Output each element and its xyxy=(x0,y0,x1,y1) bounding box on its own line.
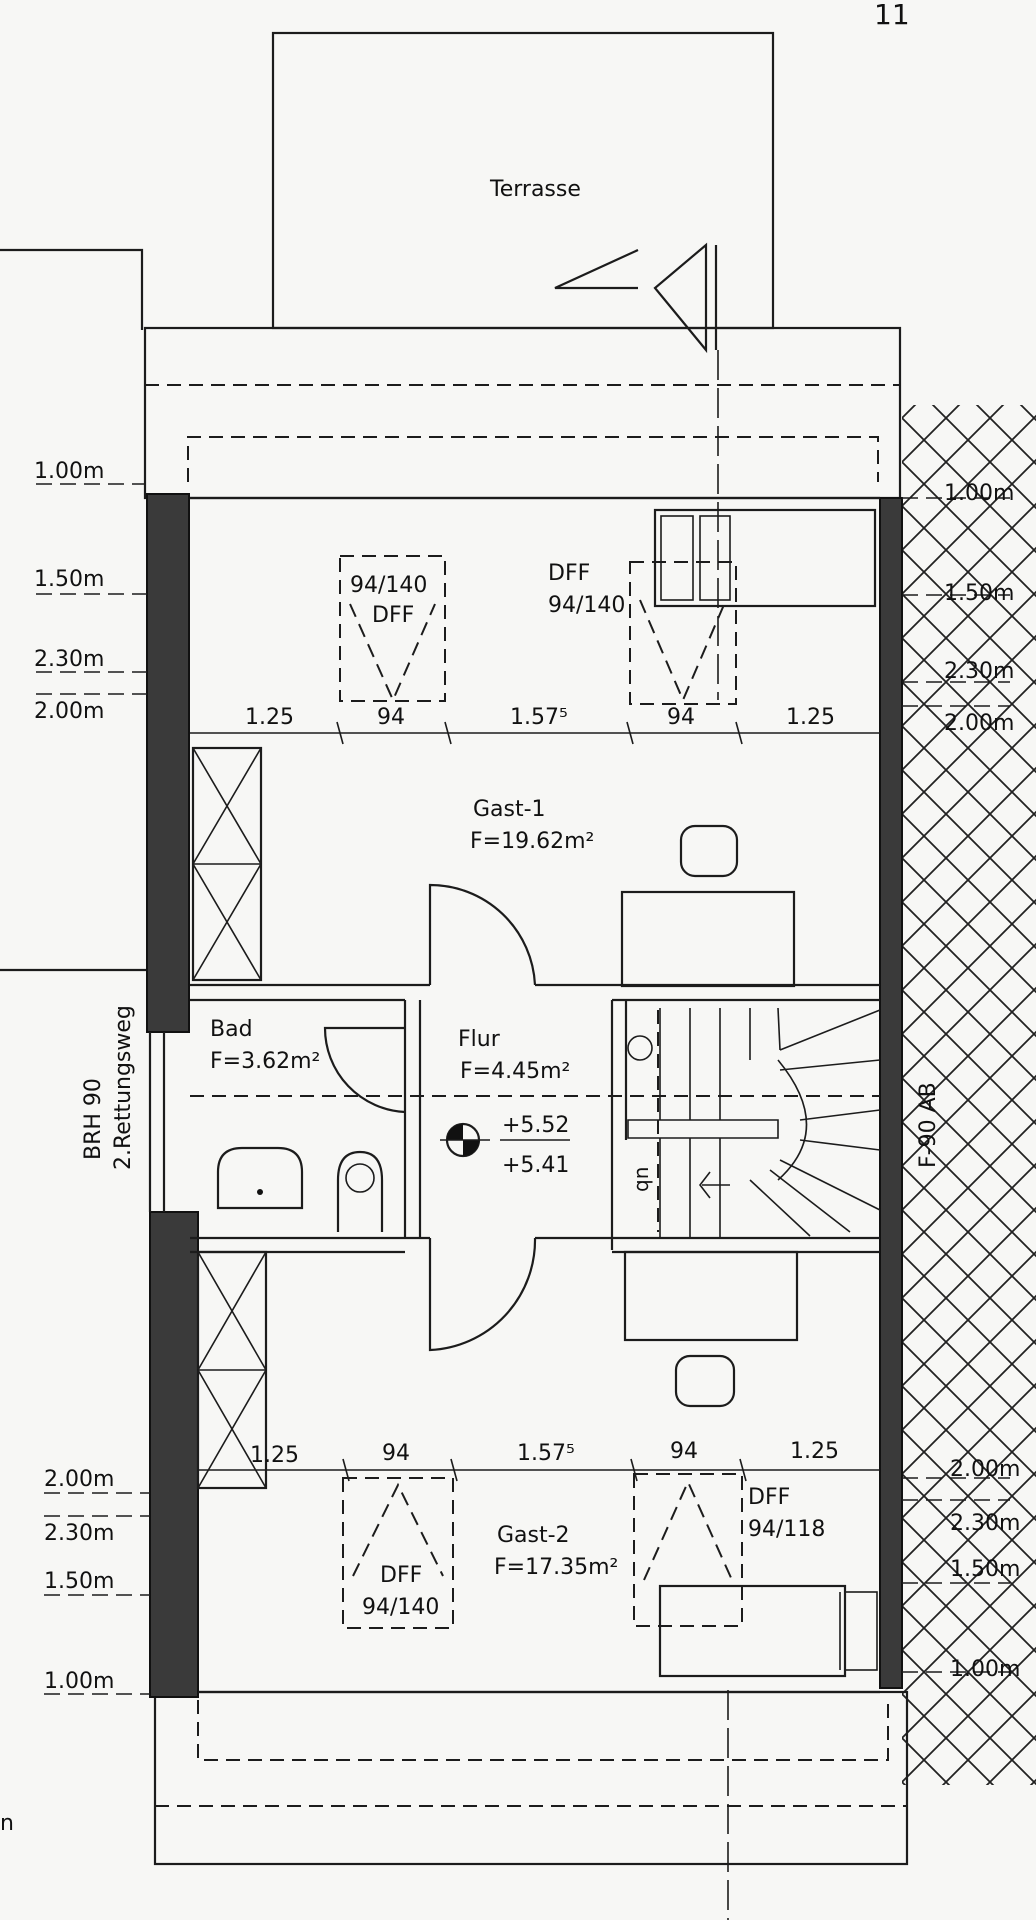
window-label-top-right-1: DFF xyxy=(548,561,590,586)
height-lines-right xyxy=(902,497,1010,1673)
desk-top xyxy=(620,824,796,988)
adjacent-hatch xyxy=(902,405,1036,1785)
desk-bottom xyxy=(623,1250,799,1408)
skylight-top-left xyxy=(339,555,446,703)
door-gast2 xyxy=(428,1237,537,1352)
room-area-bad: F=3.62m² xyxy=(210,1049,320,1074)
page-number: 11 xyxy=(874,0,910,31)
dim-top-4: 94 xyxy=(667,705,695,730)
bed-bottom xyxy=(658,1584,878,1678)
door-bad xyxy=(323,1026,406,1114)
height-left-bottom-4: 1.00m xyxy=(44,1669,114,1694)
dim-bottom-4: 94 xyxy=(670,1439,698,1464)
level-upper: +5.52 xyxy=(502,1113,569,1138)
section-marker xyxy=(554,242,729,1920)
height-right-bottom-1: 2.00m xyxy=(950,1457,1020,1482)
room-name-gast1: Gast-1 xyxy=(473,797,546,822)
level-lower: +5.41 xyxy=(502,1153,569,1178)
corner-mark: n xyxy=(0,1811,14,1836)
outer-walls xyxy=(146,493,903,1698)
dim-top-3: 1.57⁵ xyxy=(510,705,568,730)
dimension-line-top xyxy=(190,721,880,745)
room-name-gast2: Gast-2 xyxy=(497,1523,570,1548)
terrace-label: Terrasse xyxy=(489,177,581,202)
fire-rating-label: F-90 AB xyxy=(916,1082,941,1168)
room-area-flur: F=4.45m² xyxy=(460,1059,570,1084)
room-name-bad: Bad xyxy=(210,1017,253,1042)
room-area-gast2: F=17.35m² xyxy=(494,1555,618,1580)
height-right-top-3: 2.30m xyxy=(944,659,1014,684)
wardrobe-top xyxy=(191,746,263,982)
toilet xyxy=(336,1150,384,1232)
window-label-bottom-left-1: DFF xyxy=(380,1563,422,1588)
dim-bottom-3: 1.57⁵ xyxy=(517,1441,575,1466)
height-right-top-1: 1.00m xyxy=(944,481,1014,506)
roof-overhang-top xyxy=(143,326,902,500)
terrace: Terrasse xyxy=(271,31,775,330)
skylight-top-right xyxy=(629,561,737,705)
height-left-bottom-3: 1.50m xyxy=(44,1569,114,1594)
window-label-bottom-right-1: DFF xyxy=(748,1485,790,1510)
window-label-top-left-1: 94/140 xyxy=(350,573,427,598)
height-left-bottom-2: 2.30m xyxy=(44,1521,114,1546)
height-right-top-4: 2.00m xyxy=(944,711,1014,736)
height-left-top-1: 1.00m xyxy=(34,459,104,484)
height-left-bottom-1: 2.00m xyxy=(44,1467,114,1492)
room-name-flur: Flur xyxy=(458,1027,501,1052)
height-left-top-2: 1.50m xyxy=(34,567,104,592)
escape-route-label: 2.Rettungsweg xyxy=(111,1005,136,1170)
staircase: qn xyxy=(627,1007,881,1238)
room-area-gast1: F=19.62m² xyxy=(470,829,594,854)
skylight-bottom-left xyxy=(342,1477,454,1629)
height-right-bottom-3: 1.50m xyxy=(950,1557,1020,1582)
stair-mark: qn xyxy=(629,1167,653,1192)
height-right-bottom-4: 1.00m xyxy=(950,1657,1020,1682)
wardrobe-bottom xyxy=(196,1250,268,1490)
window-label-top-left-2: DFF xyxy=(372,603,414,628)
height-left-top-3: 2.30m xyxy=(34,647,104,672)
dim-top-2: 94 xyxy=(377,705,405,730)
dim-bottom-2: 94 xyxy=(382,1441,410,1466)
height-lines-left xyxy=(36,483,150,1695)
window-label-bottom-right-2: 94/118 xyxy=(748,1517,825,1542)
dim-top-1: 1.25 xyxy=(245,705,294,730)
brh-label: BRH 90 xyxy=(81,1078,106,1160)
dimension-line-bottom xyxy=(198,1458,880,1482)
bed-top xyxy=(653,508,877,608)
height-right-top-2: 1.50m xyxy=(944,581,1014,606)
window-label-top-right-2: 94/140 xyxy=(548,593,625,618)
dim-top-5: 1.25 xyxy=(786,705,835,730)
roof-overhang-bottom xyxy=(153,1690,909,1866)
window-label-bottom-left-2: 94/140 xyxy=(362,1595,439,1620)
dim-bottom-5: 1.25 xyxy=(790,1439,839,1464)
skylight-bottom-right xyxy=(633,1473,743,1627)
height-left-top-4: 2.00m xyxy=(34,699,104,724)
dim-bottom-1: 1.25 xyxy=(250,1443,299,1468)
height-right-bottom-2: 2.30m xyxy=(950,1511,1020,1536)
door-gast1 xyxy=(428,883,537,986)
washbasin xyxy=(216,1146,304,1210)
level-symbol xyxy=(440,1122,490,1158)
